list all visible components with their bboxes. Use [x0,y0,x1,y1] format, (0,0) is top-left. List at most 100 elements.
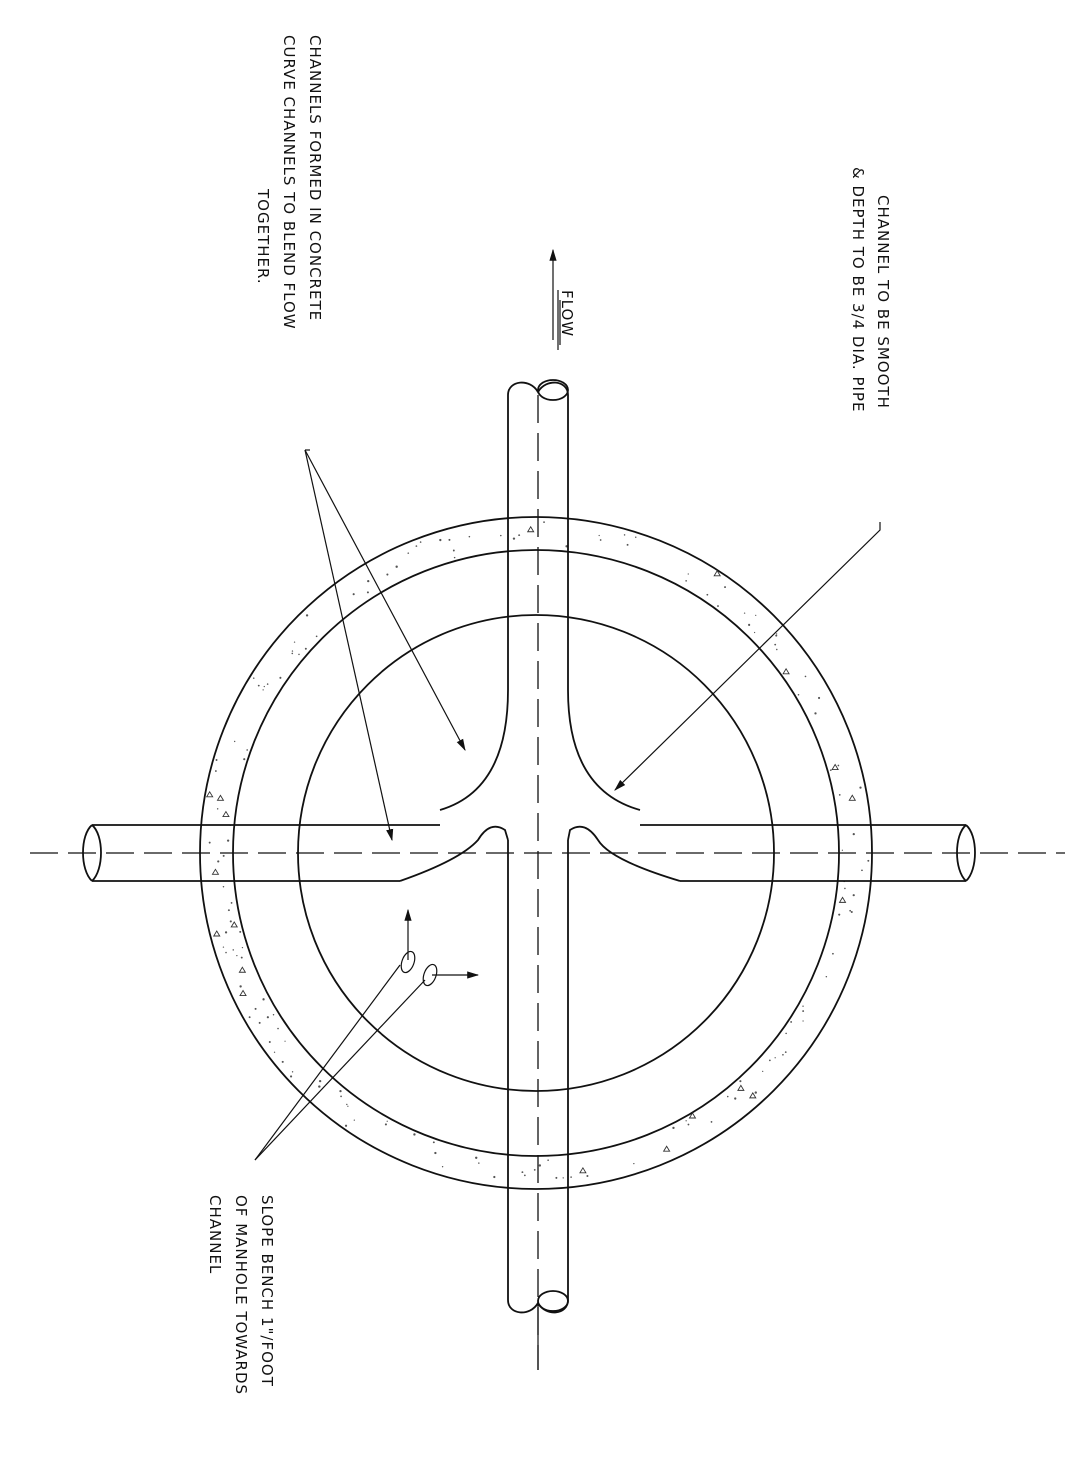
concrete-speck [685,1120,687,1122]
concrete-aggregate [737,1084,745,1091]
concrete-speck [216,808,219,810]
concrete-speck [273,1051,276,1053]
concrete-speck [318,1079,322,1083]
concrete-speck [547,1159,549,1161]
concrete-speck [841,849,843,851]
concrete-speck [774,643,777,646]
concrete-speck [352,593,355,596]
concrete-aggregate [831,763,839,770]
channels-formed-line-2: CURVE CHANNELS TO BLEND FLOW [280,35,298,330]
bench-channels [399,825,681,1085]
concrete-aggregate [848,794,857,801]
channels-formed-line-1: CHANNELS FORMED IN CONCRETE [306,35,324,321]
concrete-speck [407,552,410,554]
concrete-aggregate [782,667,790,675]
concrete-speck [384,1123,387,1126]
concrete-speck [386,573,389,576]
concrete-speck [748,623,751,626]
concrete-speck [754,1091,757,1094]
concrete-speck [225,951,227,954]
concrete-speck [685,580,687,582]
concrete-speck [415,545,418,547]
concrete-speck [706,593,709,596]
concrete-speck [257,684,260,687]
concrete-speck [366,591,369,594]
concrete-speck [304,647,307,650]
concrete-speck [266,683,269,685]
concrete-speck [208,841,211,844]
concrete-speck [236,954,238,957]
concrete-speck [776,648,778,651]
concrete-aggregate [222,810,230,818]
concrete-speck [240,956,243,959]
concrete-speck [802,1020,804,1022]
concrete-speck [635,536,637,538]
concrete-aggregate [526,525,535,533]
concrete-speck [452,549,455,552]
concrete-speck [344,1124,348,1127]
concrete-speck [386,1120,388,1122]
concrete-speck [804,675,807,678]
outlet-pipe [439,379,641,811]
concrete-speck [784,1051,787,1053]
concrete-speck [867,859,870,862]
concrete-speck [419,541,422,543]
concrete-aggregate [212,930,221,937]
concrete-aggregate [205,790,214,798]
slope-bench-line-2: OF MANHOLE TOWARDS [232,1195,250,1395]
concrete-aggregate [216,794,225,801]
concrete-speck [844,887,846,890]
concrete-speck [633,1162,635,1165]
concrete-speck [241,947,244,949]
concrete-speck [837,764,840,767]
concrete-speck [817,696,821,700]
concrete-speck [797,693,800,696]
concrete-speck [215,759,218,761]
concrete-speck [838,913,841,916]
concrete-speck [262,689,264,691]
concrete-speck [222,946,225,948]
concrete-speck [829,769,832,772]
concrete-speck [318,1085,321,1088]
concrete-aggregate [662,1145,671,1152]
concrete-speck [266,1016,269,1019]
channel-smooth-line-2: & DEPTH TO BE 3/4 DIA. PIPE [849,167,867,412]
concrete-speck [441,1166,444,1168]
concrete-speck [852,833,855,836]
concrete-speck [861,869,863,872]
channels-formed-line-3: TOGETHER. [254,188,272,285]
concrete-speck [475,1156,478,1159]
concrete-speck [439,538,442,542]
concrete-speck [852,894,855,897]
concrete-speck [293,641,296,643]
concrete-speck [543,521,545,524]
concrete-speck [214,770,217,772]
concrete-speck [478,1162,480,1164]
concrete-speck [226,839,230,842]
concrete-speck [284,1040,286,1042]
concrete-aggregate [838,896,847,903]
concrete-speck [222,886,225,888]
concrete-speck [229,920,232,923]
concrete-speck [838,793,841,796]
concrete-speck [825,975,828,978]
concrete-speck [453,556,456,559]
label-channels-formed: CHANNELS FORMED IN CONCRETE CURVE CHANNE… [254,35,324,330]
concrete-speck [626,543,629,546]
concrete-speck [268,1041,271,1044]
concrete-aggregate [239,989,247,996]
concrete-speck [224,931,228,934]
concrete-speck [623,534,626,536]
concrete-speck [598,534,600,537]
concrete-texture [205,521,870,1179]
concrete-speck [555,1176,558,1179]
concrete-speck [849,909,852,912]
concrete-speck [339,1089,342,1093]
concrete-speck [246,749,248,751]
concrete-speck [832,952,834,955]
concrete-speck [493,1175,496,1179]
concrete-speck [340,1095,342,1098]
concrete-speck [347,1105,349,1107]
